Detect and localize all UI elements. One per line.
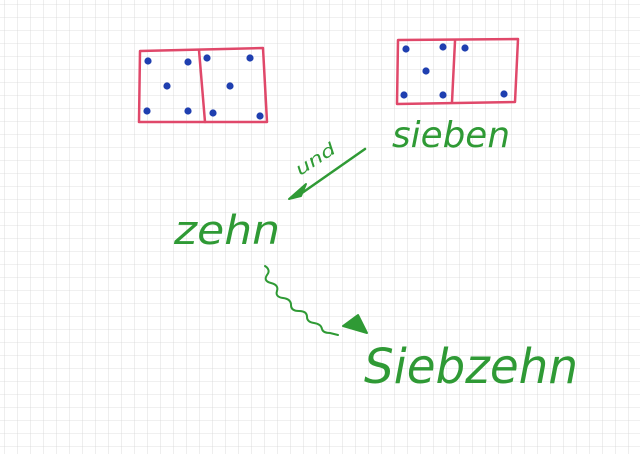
domino-right-dots-left [400,43,447,99]
domino-left-divider [197,48,207,124]
arrow-sieben-to-zehn [288,147,367,200]
domino-left [137,46,269,124]
wavy-arrow-zehn-to-siebzehn [264,265,368,336]
arrowhead-icon [288,183,307,200]
word-siebzehn: Siebzehn [364,339,578,395]
word-sieben: sieben [392,115,510,156]
domino-left-dots-right [203,54,264,120]
domino-right-dots-right [461,44,508,98]
domino-left-dots-left [143,57,192,115]
domino-right [395,37,520,106]
domino-right-frame [395,37,520,106]
domino-left-frame [137,46,269,124]
word-zehn: zehn [173,208,280,254]
arrow-line [300,147,367,195]
wavy-line [264,265,339,336]
arrowhead-icon [342,314,368,334]
domino-right-divider [450,39,457,104]
